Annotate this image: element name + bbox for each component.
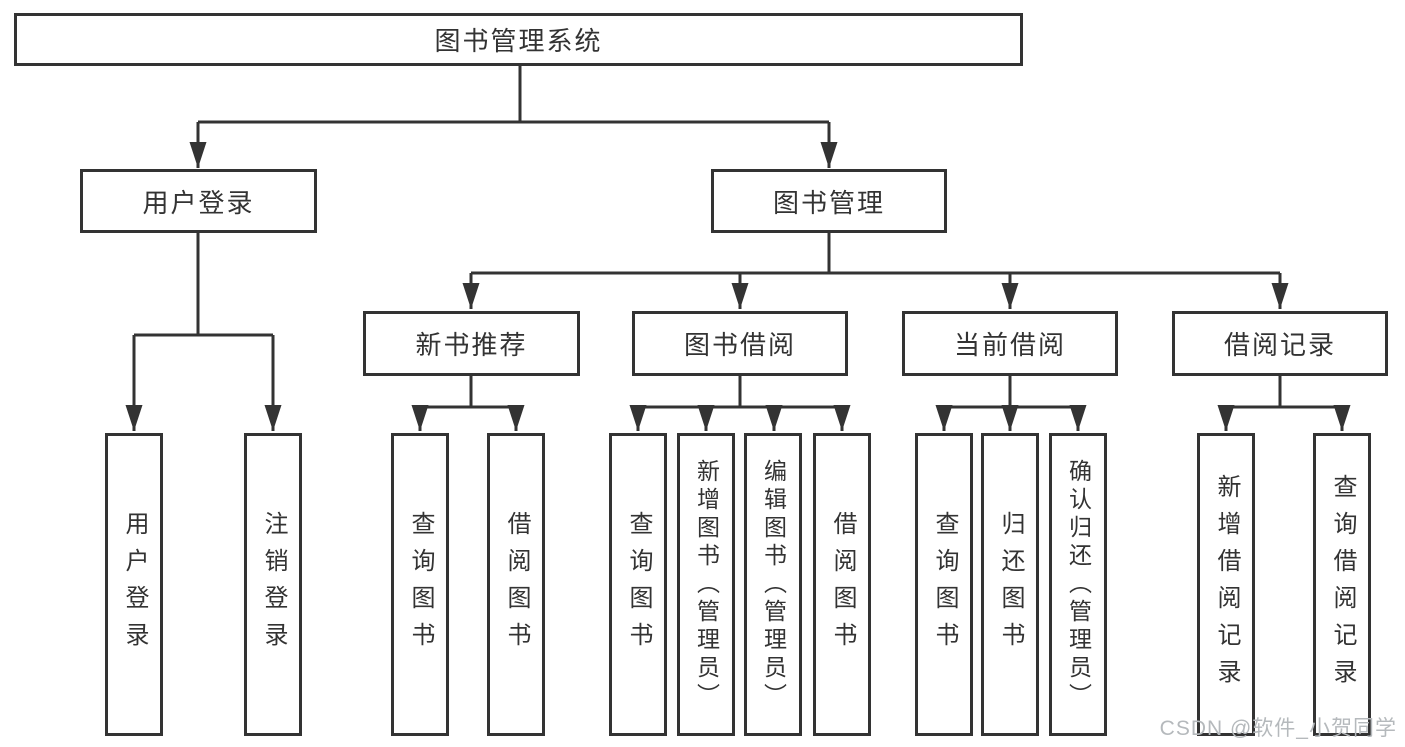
edges-borrow-record-children — [1217, 376, 1351, 431]
leaf-label: 查询图书 — [625, 510, 652, 659]
leaf-label: 确认归还（管理员） — [1065, 458, 1092, 711]
csdn-watermark: CSDN @软件_小贺同学 — [1159, 717, 1397, 740]
node-label: 图书管理系统 — [434, 26, 603, 56]
node-label: 用户登录 — [142, 187, 255, 218]
leaf-query-books-current: 查询图书 — [915, 433, 973, 736]
leaf-borrow-books-recommend: 借阅图书 — [487, 433, 545, 736]
edges-current-borrow-children — [935, 376, 1087, 431]
node-label: 图书借阅 — [683, 330, 796, 360]
node-label: 当前借阅 — [953, 330, 1066, 360]
leaf-logout: 注销登录 — [244, 433, 302, 736]
edges-book-management-children — [462, 233, 1289, 309]
node-current-borrowing: 当前借阅 — [902, 311, 1118, 376]
leaf-add-borrow-record: 新增借阅记录 — [1197, 433, 1255, 736]
node-user-login: 用户登录 — [80, 169, 317, 233]
node-root-library-system: 图书管理系统 — [14, 13, 1023, 66]
leaf-edit-book-admin: 编辑图书（管理员） — [744, 433, 802, 736]
edges-new-book-children — [411, 376, 525, 431]
leaf-label: 查询图书 — [407, 510, 434, 659]
leaf-add-book-admin: 新增图书（管理员） — [677, 433, 735, 736]
node-label: 图书管理 — [772, 187, 885, 218]
leaf-label: 借阅图书 — [829, 510, 856, 659]
leaf-label: 归还图书 — [997, 510, 1024, 659]
node-label: 借阅记录 — [1223, 330, 1336, 360]
leaf-label: 查询图书 — [931, 510, 958, 659]
leaf-user-login: 用户登录 — [105, 433, 163, 736]
leaf-query-books-recommend: 查询图书 — [391, 433, 449, 736]
leaf-label: 编辑图书（管理员） — [760, 458, 787, 711]
leaf-label: 查询借阅记录 — [1329, 473, 1356, 696]
node-new-book-recommend: 新书推荐 — [363, 311, 580, 376]
leaf-confirm-return-admin: 确认归还（管理员） — [1049, 433, 1107, 736]
edges-root-to-level1 — [189, 66, 838, 168]
leaf-borrow-books-borrowing: 借阅图书 — [813, 433, 871, 736]
leaf-query-borrow-record: 查询借阅记录 — [1313, 433, 1371, 736]
leaf-return-books: 归还图书 — [981, 433, 1039, 736]
leaf-label: 注销登录 — [260, 510, 287, 659]
leaf-label: 借阅图书 — [503, 510, 530, 659]
leaf-query-books-borrowing: 查询图书 — [609, 433, 667, 736]
node-book-management: 图书管理 — [711, 169, 947, 233]
leaf-label: 新增图书（管理员） — [693, 458, 720, 711]
edges-user-login-children — [125, 233, 282, 431]
edges-book-borrow-children — [629, 376, 851, 431]
node-label: 新书推荐 — [415, 330, 528, 360]
leaf-label: 新增借阅记录 — [1213, 473, 1240, 696]
node-book-borrowing: 图书借阅 — [632, 311, 848, 376]
leaf-label: 用户登录 — [121, 510, 148, 659]
node-borrow-records: 借阅记录 — [1172, 311, 1388, 376]
